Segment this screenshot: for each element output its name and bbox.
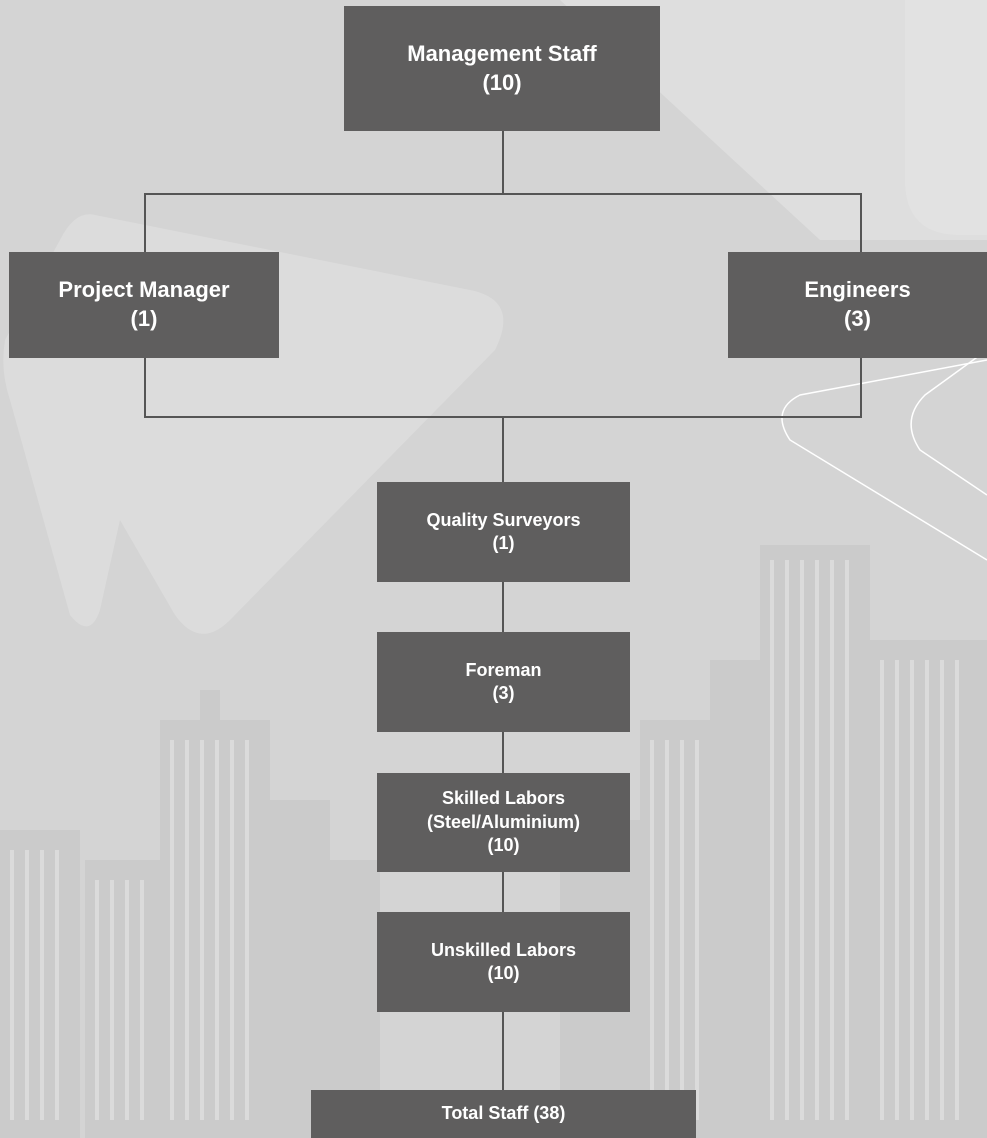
quality-surveyors-title: Quality Surveyors bbox=[426, 509, 581, 530]
project-manager-count: (1) bbox=[130, 306, 158, 331]
skilled-labors-count: (10) bbox=[487, 835, 520, 856]
connector-top-vertical bbox=[502, 131, 504, 194]
engineers-title: Engineers bbox=[804, 277, 911, 303]
connector-left-lower bbox=[144, 357, 146, 418]
engineers-box: Engineers (3) bbox=[728, 252, 987, 358]
skilled-labors-subtitle: (Steel/Aluminium) bbox=[426, 811, 580, 832]
connector-left-upper bbox=[144, 193, 146, 253]
foreman-box: Foreman (3) bbox=[377, 632, 630, 732]
unskilled-labors-count: (10) bbox=[487, 963, 520, 983]
unskilled-labors-title: Unskilled Labors bbox=[430, 939, 577, 960]
quality-surveyors-box: Quality Surveyors (1) bbox=[377, 482, 630, 582]
management-staff-count: (10) bbox=[482, 69, 522, 95]
foreman-count: (3) bbox=[492, 683, 515, 703]
engineers-count: (3) bbox=[844, 306, 871, 331]
management-staff-box: Management Staff (10) bbox=[344, 6, 660, 131]
connector-right-lower bbox=[860, 357, 862, 418]
skilled-labors-title: Skilled Labors bbox=[441, 788, 566, 809]
connector-top-horizontal bbox=[144, 193, 862, 195]
connector-right-upper bbox=[860, 193, 862, 253]
unskilled-labors-box: Unskilled Labors (10) bbox=[377, 912, 630, 1012]
total-staff-box: Total Staff (38) bbox=[311, 1090, 696, 1138]
project-manager-title: Project Manager bbox=[58, 277, 230, 303]
total-staff-label: Total Staff (38) bbox=[441, 1103, 566, 1124]
project-manager-box: Project Manager (1) bbox=[9, 252, 279, 358]
skilled-labors-box: Skilled Labors (Steel/Aluminium) (10) bbox=[377, 773, 630, 872]
connector-main-vertical bbox=[502, 416, 504, 1112]
management-staff-title: Management Staff bbox=[407, 40, 597, 66]
foreman-title: Foreman bbox=[465, 659, 542, 680]
quality-surveyors-count: (1) bbox=[492, 533, 515, 553]
